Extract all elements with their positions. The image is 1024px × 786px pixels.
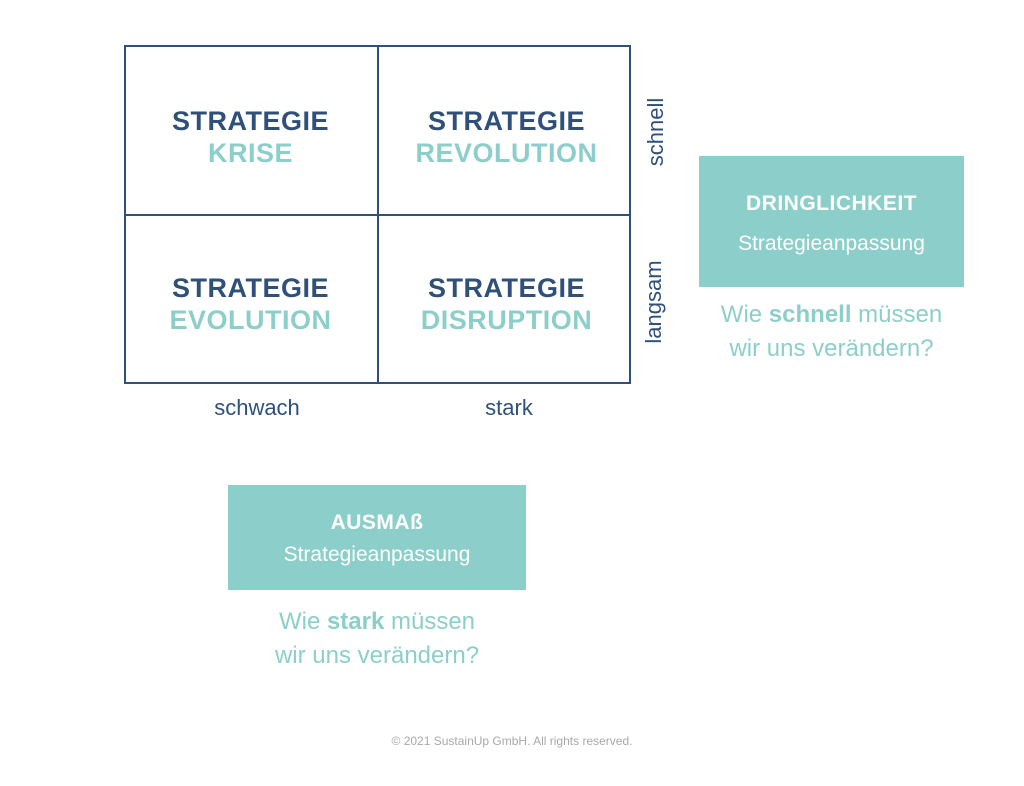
quadrant-disruption-line2: DISRUPTION	[420, 305, 593, 335]
quadrant-evolution: STRATEGIE EVOLUTION	[124, 272, 377, 336]
urgency-box-title: DRINGLICHKEIT	[746, 192, 917, 215]
urgency-question: Wie schnell müssen wir uns verändern?	[690, 298, 973, 366]
quadrant-krise-line1: STRATEGIE	[171, 106, 329, 136]
extent-box: AUSMAß Strategieanpassung	[228, 485, 526, 590]
urgency-question-post: müssen	[851, 301, 943, 328]
extent-question-post: müssen	[384, 608, 476, 635]
quadrant-revolution-line1: STRATEGIE	[427, 106, 585, 136]
urgency-box-subtitle: Strategieanpassung	[738, 232, 925, 255]
extent-question-pre: Wie	[278, 608, 327, 635]
matrix-horizontal-divider	[124, 214, 631, 216]
quadrant-krise-line2: KRISE	[207, 138, 294, 168]
extent-question-bold: stark	[326, 608, 385, 635]
urgency-box: DRINGLICHKEIT Strategieanpassung	[699, 156, 964, 287]
quadrant-disruption-line1: STRATEGIE	[427, 273, 585, 303]
x-axis-label-strong: stark	[485, 395, 533, 420]
quadrant-revolution-line2: REVOLUTION	[415, 138, 598, 168]
y-axis-label-fast: schnell	[643, 97, 668, 167]
y-axis-label-slow: langsam	[641, 260, 666, 344]
quadrant-revolution: STRATEGIE REVOLUTION	[380, 105, 633, 169]
urgency-question-bold: schnell	[768, 301, 852, 328]
urgency-question-line2: wir uns verändern?	[729, 335, 934, 362]
extent-box-subtitle: Strategieanpassung	[283, 543, 471, 566]
quadrant-evolution-line2: EVOLUTION	[169, 305, 332, 335]
quadrant-krise: STRATEGIE KRISE	[124, 105, 377, 169]
copyright-footer: © 2021 SustainUp GmbH. All rights reserv…	[391, 734, 633, 748]
extent-box-title: AUSMAß	[330, 511, 424, 534]
quadrant-evolution-line1: STRATEGIE	[171, 273, 329, 303]
extent-question: Wie stark müssen wir uns verändern?	[228, 605, 526, 673]
x-axis-label-weak: schwach	[214, 395, 300, 420]
urgency-question-pre: Wie	[720, 301, 769, 328]
extent-question-line2: wir uns verändern?	[274, 642, 480, 669]
quadrant-disruption: STRATEGIE DISRUPTION	[380, 272, 633, 336]
